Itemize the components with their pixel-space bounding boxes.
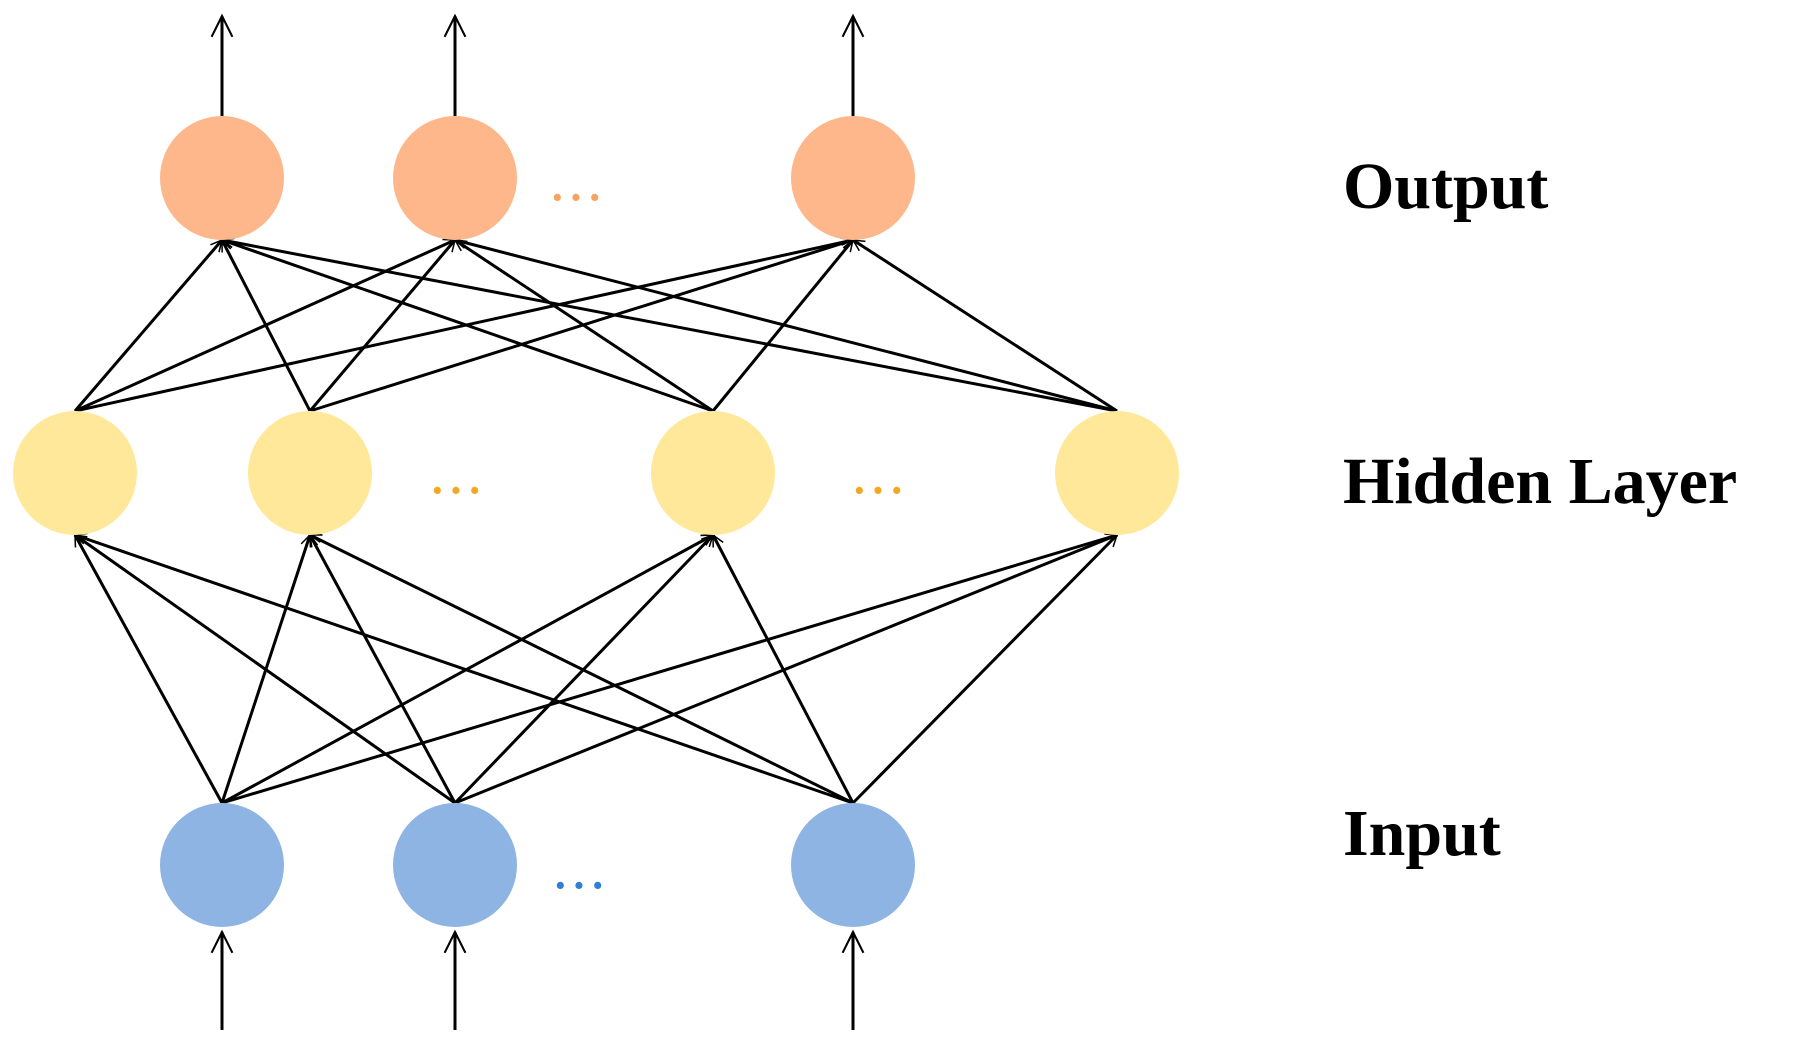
output-node-1 <box>160 116 284 240</box>
output-layer-label: Output <box>1343 150 1548 223</box>
hidden-node-2 <box>248 411 372 535</box>
hidden-node-1 <box>13 411 137 535</box>
connection-edges <box>73 238 1118 805</box>
edge-hidden2-output1 <box>220 240 312 412</box>
edge-input3-hidden4 <box>851 535 1117 805</box>
neuron-nodes <box>13 116 1179 927</box>
hidden-node-3 <box>651 411 775 535</box>
edge-hidden1-output1 <box>73 240 224 412</box>
hidden-ellipsis-2: ··· <box>852 466 908 515</box>
edge-input3-hidden1 <box>75 535 854 805</box>
edge-input3-hidden3 <box>711 535 855 804</box>
edge-input3-hidden2 <box>310 533 854 805</box>
input-node-1 <box>160 803 284 927</box>
edge-input1-hidden1 <box>73 535 224 804</box>
io-arrows <box>210 13 865 1030</box>
edge-hidden4-output1 <box>222 240 1118 413</box>
edge-input1-hidden4 <box>221 535 1117 805</box>
hidden-node-4 <box>1055 411 1179 535</box>
hidden-ellipsis-1: ··· <box>430 466 486 515</box>
output-ellipsis: ··· <box>550 173 606 222</box>
edge-hidden4-output3 <box>853 238 1118 413</box>
edge-hidden2-output2 <box>308 240 457 412</box>
edge-hidden3-output1 <box>222 240 714 413</box>
output-node-2 <box>393 116 517 240</box>
edge-input2-hidden4 <box>454 535 1117 805</box>
edge-hidden3-output2 <box>455 238 714 413</box>
input-ellipsis: ··· <box>553 861 609 910</box>
input-node-3 <box>791 803 915 927</box>
input-node-2 <box>393 803 517 927</box>
input-layer-label: Input <box>1343 797 1501 870</box>
edge-input2-hidden1 <box>75 533 456 805</box>
output-node-3 <box>791 116 915 240</box>
hidden-layer-label: Hidden Layer <box>1343 445 1737 518</box>
edge-hidden4-output2 <box>455 240 1118 413</box>
edge-input2-hidden2 <box>308 535 457 804</box>
